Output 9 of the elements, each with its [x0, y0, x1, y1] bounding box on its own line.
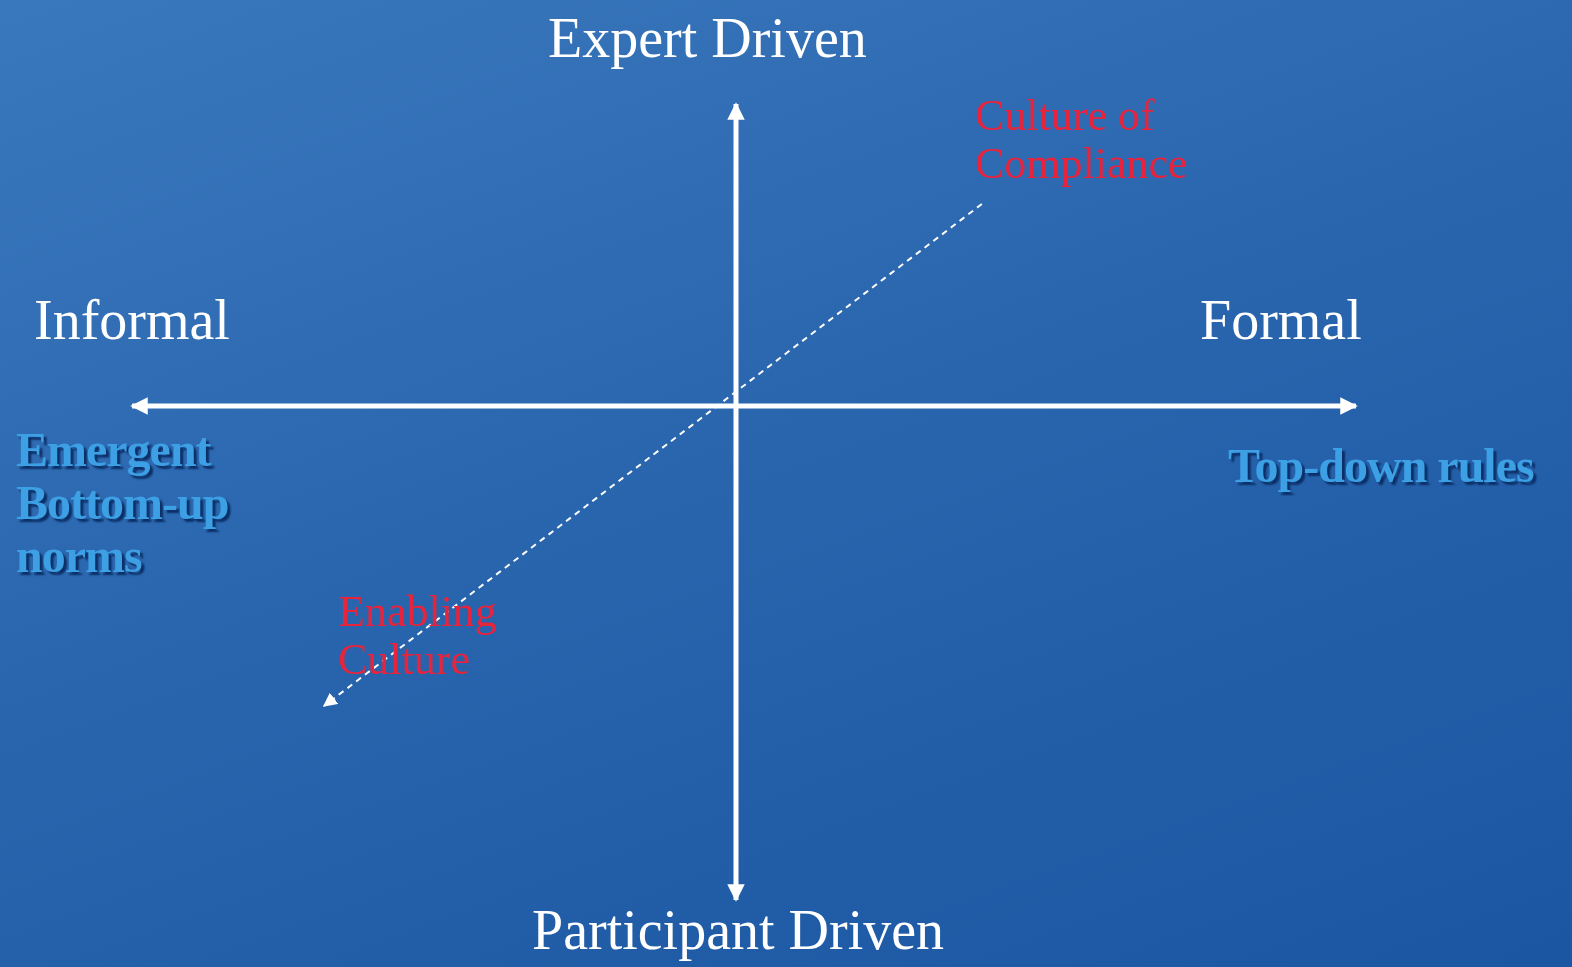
pole-description: Emergent Bottom-up norms [16, 424, 230, 583]
axis-label: Participant Driven [532, 900, 945, 962]
arrow [322, 203, 983, 707]
quadrant-label: Enabling Culture [322, 588, 512, 708]
quadrant-label: Culture of Compliance [975, 92, 1205, 204]
axis-label: Informal [34, 290, 230, 352]
pole-description: Top-down rules [1228, 440, 1534, 493]
axis-label: Formal [1200, 290, 1362, 352]
axis-label: Expert Driven [548, 8, 867, 70]
